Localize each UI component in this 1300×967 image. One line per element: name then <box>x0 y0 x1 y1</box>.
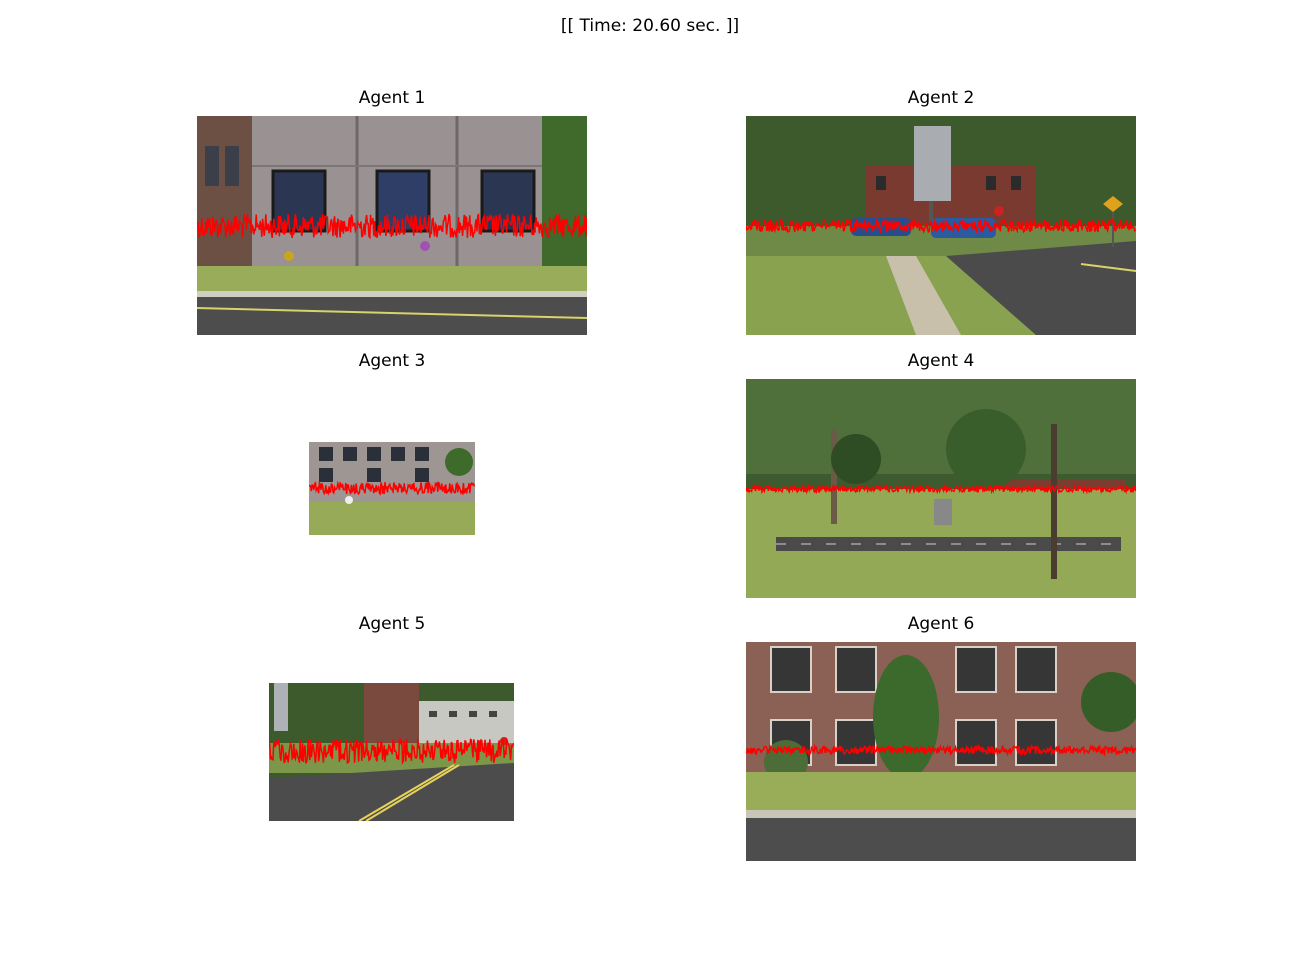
agent-1-title: Agent 1 <box>358 88 426 108</box>
agent-2-title: Agent 2 <box>907 88 975 108</box>
agent-5-camera-view <box>269 683 514 821</box>
agent-3-title: Agent 3 <box>358 351 426 371</box>
agent-3-camera-view <box>309 442 475 535</box>
agent-1-camera-view <box>197 116 587 335</box>
agent-4-title: Agent 4 <box>907 351 975 371</box>
agent-6-title: Agent 6 <box>907 614 975 634</box>
figure-title: [[ Time: 20.60 sec. ]] <box>560 16 740 36</box>
agent-5-title: Agent 5 <box>358 614 426 634</box>
agent-6-camera-view <box>746 642 1136 861</box>
agent-2-camera-view <box>746 116 1136 335</box>
agent-4-camera-view <box>746 379 1136 598</box>
